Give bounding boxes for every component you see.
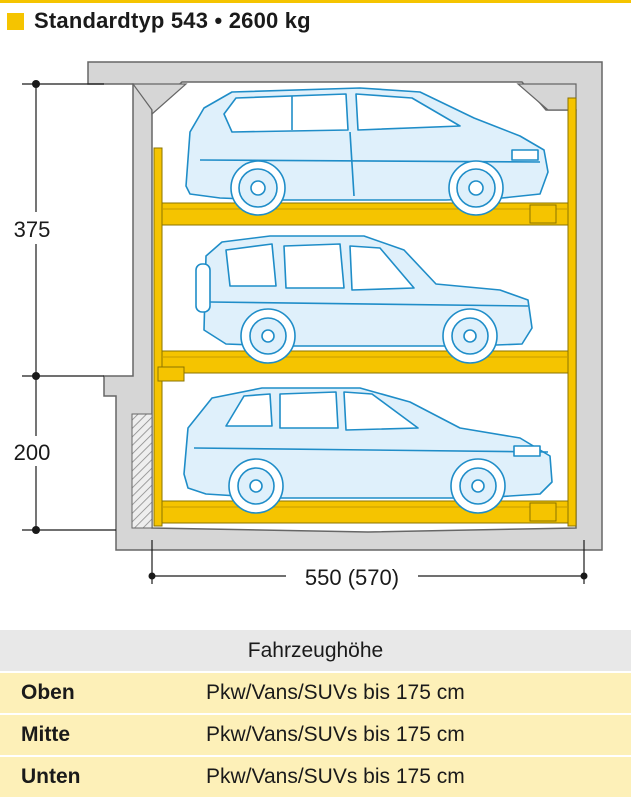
level-description: Pkw/Vans/SUVs bis 175 cm	[186, 672, 631, 715]
table-row: Oben Pkw/Vans/SUVs bis 175 cm	[0, 672, 631, 715]
table-row: Unten Pkw/Vans/SUVs bis 175 cm	[0, 756, 631, 799]
car-top	[185, 87, 549, 216]
accent-square-icon	[7, 12, 24, 30]
accent-top-line	[0, 0, 631, 3]
vehicle-height-table: Fahrzeughöhe Oben Pkw/Vans/SUVs bis 175 …	[0, 630, 631, 799]
level-description: Pkw/Vans/SUVs bis 175 cm	[186, 756, 631, 799]
wall-hatch	[131, 413, 153, 529]
level-label: Unten	[0, 756, 186, 799]
level-label: Mitte	[0, 714, 186, 757]
table-row: Mitte Pkw/Vans/SUVs bis 175 cm	[0, 714, 631, 757]
table-header: Fahrzeughöhe	[0, 630, 631, 673]
level-description: Pkw/Vans/SUVs bis 175 cm	[186, 714, 631, 757]
table-header-row: Fahrzeughöhe	[0, 630, 631, 673]
level-label: Oben	[0, 672, 186, 715]
car-bottom	[183, 387, 553, 514]
platform-bottom	[161, 500, 569, 524]
header: Standardtyp 543 • 2600 kg	[0, 4, 311, 38]
parking-system-diagram: 375 200 550 (570)	[13, 61, 603, 590]
page-title: Standardtyp 543 • 2600 kg	[34, 8, 311, 33]
lift-posts	[153, 97, 577, 527]
dimension-dots	[32, 80, 588, 580]
platform-top	[161, 202, 569, 226]
dimension-lower-label: 200	[14, 440, 51, 465]
dimension-upper-label: 375	[14, 217, 51, 242]
dimension-width-label: 550 (570)	[305, 565, 399, 590]
car-middle	[195, 235, 533, 364]
